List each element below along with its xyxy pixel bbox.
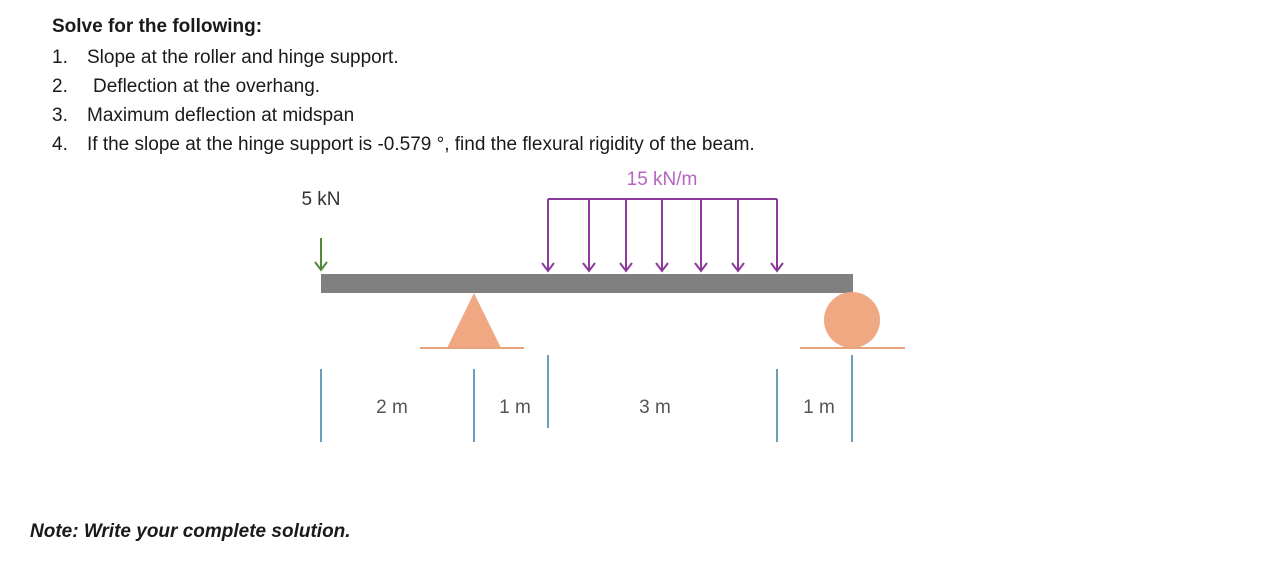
distributed-load-arrows bbox=[541, 199, 784, 273]
task-item-3: 3. Maximum deflection at midspan bbox=[52, 101, 755, 130]
task-number: 4. bbox=[52, 134, 68, 155]
task-list: 1. Slope at the roller and hinge support.… bbox=[52, 43, 755, 159]
task-number: 3. bbox=[52, 105, 68, 126]
task-item-1: 1. Slope at the roller and hinge support. bbox=[52, 43, 755, 72]
problem-heading: Solve for the following: bbox=[52, 16, 263, 37]
task-text: Maximum deflection at midspan bbox=[87, 105, 355, 126]
dimension-ticks bbox=[320, 355, 853, 442]
point-load-label: 5 kN bbox=[301, 189, 340, 210]
dimension-label-4: 1 m bbox=[803, 397, 835, 418]
task-text: Slope at the roller and hinge support. bbox=[87, 47, 399, 68]
roller-support bbox=[800, 292, 905, 349]
dimension-label-3: 3 m bbox=[639, 397, 671, 418]
hinge-support-triangle bbox=[447, 293, 501, 348]
task-text: Deflection at the overhang. bbox=[93, 76, 321, 97]
hinge-support bbox=[420, 293, 524, 349]
task-item-4: 4. If the slope at the hinge support is -… bbox=[52, 130, 755, 159]
roller-support-circle bbox=[824, 292, 880, 348]
distributed-load-label: 15 kN/m bbox=[627, 169, 698, 190]
dimension-label-2: 1 m bbox=[499, 397, 531, 418]
beam bbox=[321, 274, 853, 293]
task-item-2: 2. Deflection at the overhang. bbox=[52, 72, 755, 101]
task-text: If the slope at the hinge support is -0.… bbox=[87, 134, 755, 155]
distributed-load bbox=[541, 198, 784, 273]
solution-note: Note: Write your complete solution. bbox=[30, 521, 351, 542]
dimension-label-1: 2 m bbox=[376, 397, 408, 418]
task-number: 2. bbox=[52, 76, 68, 97]
point-load-arrow bbox=[314, 238, 328, 272]
task-number: 1. bbox=[52, 47, 68, 68]
